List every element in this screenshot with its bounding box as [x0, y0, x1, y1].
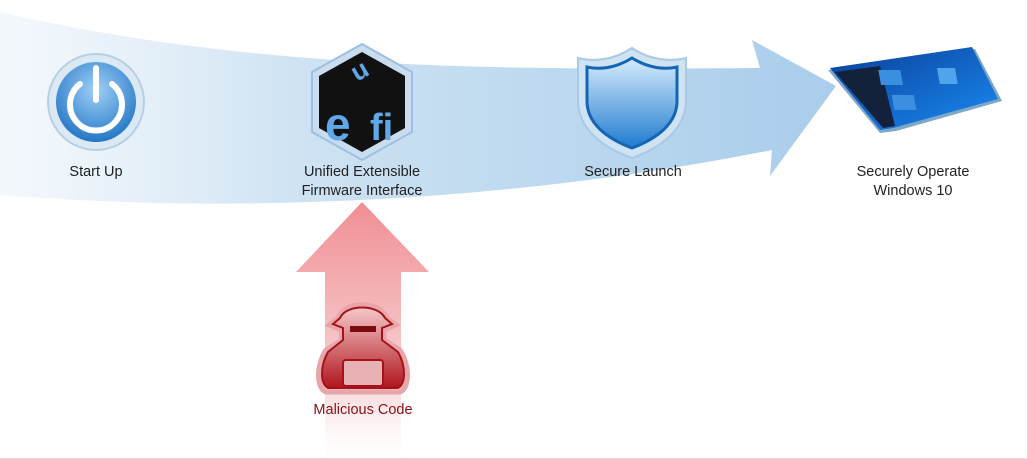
stage-label-windows-line2: Windows 10: [873, 183, 953, 199]
svg-text:fi: fi: [370, 107, 393, 149]
stage-label-uefi: Unified Extensible Firmware Interface: [282, 163, 442, 201]
stage-label-start-up: Start Up: [69, 164, 123, 180]
stage-label-uefi-line2: Firmware Interface: [301, 183, 423, 199]
threat-label: Malicious Code: [313, 402, 413, 418]
stage-label-secure-launch: Secure Launch: [584, 164, 682, 180]
stage-label-windows-line1: Securely Operate: [856, 164, 970, 180]
power-icon: [47, 53, 145, 151]
stage-label-uefi-line1: Unified Extensible: [303, 164, 421, 180]
svg-text:e: e: [325, 98, 351, 150]
stage-label-windows: Securely Operate Windows 10: [833, 163, 993, 201]
uefi-logo-icon: u e fi: [311, 42, 413, 162]
shield-icon: [577, 46, 687, 160]
hacker-icon: [316, 302, 410, 395]
windows-laptop-icon: [828, 47, 1002, 133]
